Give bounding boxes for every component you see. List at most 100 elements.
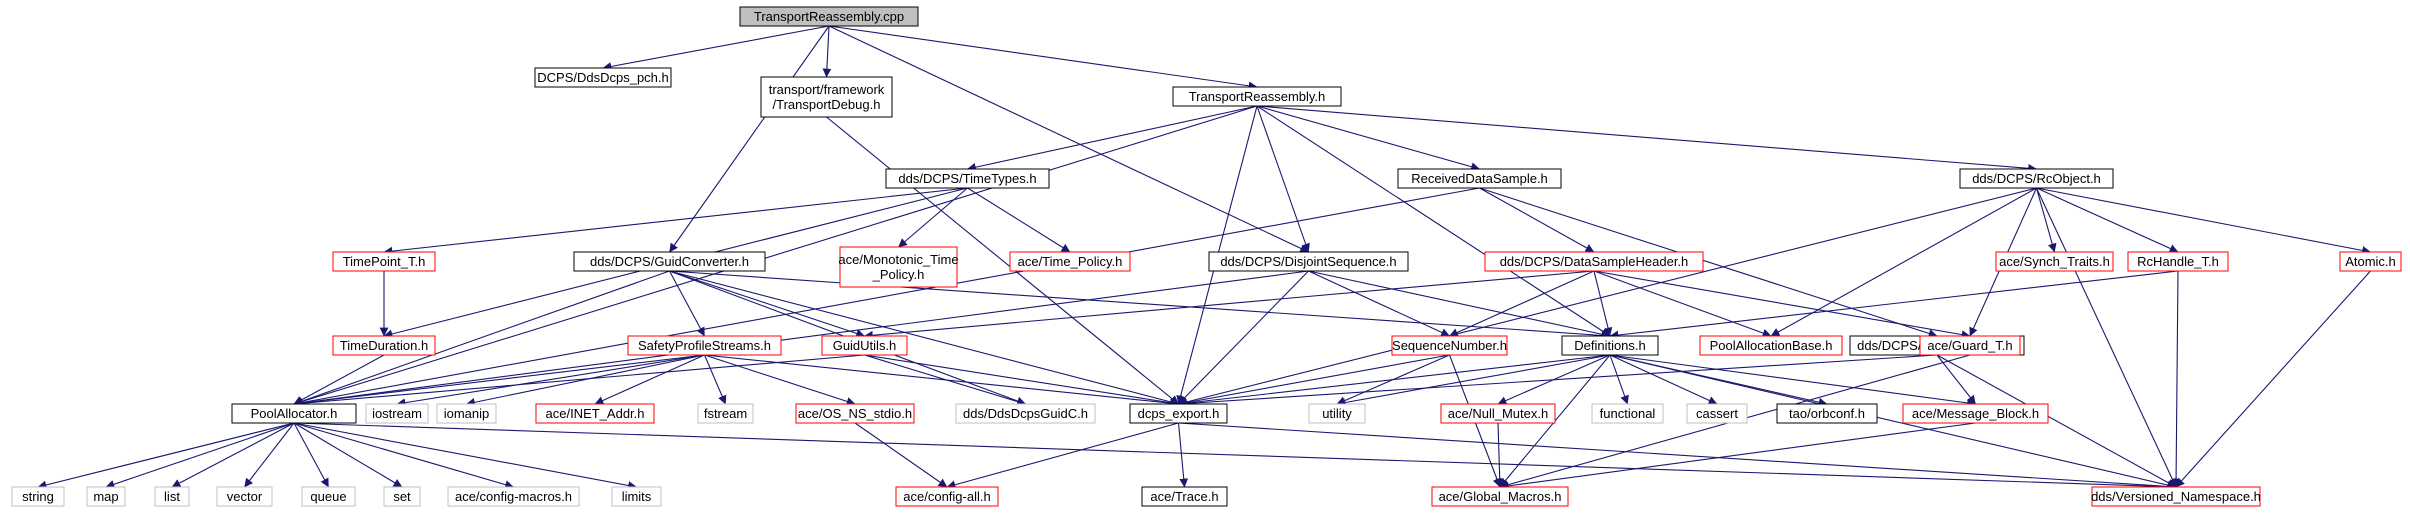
node-msgblockh[interactable]: ace/Message_Block.h: [1902, 403, 2049, 424]
edge-timetypes-to-timepoint: [383, 187, 968, 256]
node-monotonic[interactable]: ace/Monotonic_Time_Policy.h: [838, 246, 959, 288]
node-guard[interactable]: ace/Guard_T.h: [1919, 335, 2021, 356]
edge-root-to-pch: [602, 25, 830, 71]
node-label: set: [393, 489, 411, 504]
node-label: Definitions.h: [1574, 338, 1646, 353]
node-queue[interactable]: queue: [301, 486, 356, 507]
edge-guidconv-to-poolalloc: [293, 270, 670, 406]
node-box: [231, 403, 357, 424]
node-dsh[interactable]: dds/DCPS/DataSampleHeader.h: [1484, 251, 1704, 272]
node-pch[interactable]: DCPS/DdsDcps_pch.h: [534, 67, 672, 88]
edge-rcobj-to-versioned: [2036, 187, 2177, 488]
node-orbconf[interactable]: tao/orbconf.h: [1776, 403, 1878, 424]
node-box: [1431, 486, 1569, 507]
node-timetypes[interactable]: dds/DCPS/TimeTypes.h: [885, 168, 1050, 189]
node-configmacros[interactable]: ace/config-macros.h: [447, 486, 580, 507]
node-functional[interactable]: functional: [1591, 403, 1664, 424]
node-label: TransportReassembly.h: [1189, 89, 1326, 104]
node-definitions[interactable]: Definitions.h: [1561, 335, 1659, 356]
edge-root-to-guidconv: [669, 25, 830, 253]
node-timepolicy[interactable]: ace/Time_Policy.h: [1009, 251, 1131, 272]
node-label: ace/Time_Policy.h: [1018, 254, 1123, 269]
node-limits[interactable]: limits: [611, 486, 662, 507]
node-trace[interactable]: ace/Trace.h: [1141, 486, 1228, 507]
node-utility[interactable]: utility: [1308, 403, 1366, 424]
edge-guidconv-to-guidutils: [669, 270, 865, 338]
node-guidconv[interactable]: dds/DCPS/GuidConverter.h: [573, 251, 766, 272]
edge-dcpsexport-to-trace: [1177, 422, 1189, 488]
node-list[interactable]: list: [154, 486, 190, 507]
node-string[interactable]: string: [11, 486, 65, 507]
node-vector[interactable]: vector: [216, 486, 273, 507]
edge-guidutils-to-dcpsexport: [864, 354, 1179, 408]
node-label: vector: [227, 489, 263, 504]
node-iostream[interactable]: iostream: [365, 403, 429, 424]
edge-rcobj-to-synch: [2035, 187, 2057, 253]
node-rcobj[interactable]: dds/DCPS/RcObject.h: [1959, 168, 2114, 189]
node-timepoint[interactable]: TimePoint_T.h: [332, 251, 436, 272]
node-box: [697, 403, 754, 424]
node-atomic[interactable]: Atomic.h: [2339, 251, 2402, 272]
node-box: [86, 486, 126, 507]
node-fstream[interactable]: fstream: [697, 403, 754, 424]
node-configall[interactable]: ace/config-all.h: [895, 486, 999, 507]
node-sps[interactable]: SafetyProfileStreams.h: [627, 335, 782, 356]
node-label: SequenceNumber.h: [1392, 338, 1507, 353]
node-poolalloc[interactable]: PoolAllocator.h: [231, 403, 357, 424]
node-box: [216, 486, 273, 507]
node-seqnum[interactable]: SequenceNumber.h: [1391, 335, 1508, 356]
node-map[interactable]: map: [86, 486, 126, 507]
node-treh[interactable]: TransportReassembly.h: [1172, 86, 1342, 107]
node-rchandle[interactable]: RcHandle_T.h: [2127, 251, 2229, 272]
node-cassert[interactable]: cassert: [1686, 403, 1748, 424]
node-label: ace/Global_Macros.h: [1439, 489, 1562, 504]
node-versioned[interactable]: dds/Versioned_Namespace.h: [2091, 486, 2261, 507]
edge-dsh-to-guidutils: [864, 270, 1595, 340]
node-box: [1591, 403, 1664, 424]
node-timeduration[interactable]: TimeDuration.h: [332, 335, 436, 356]
edge-rds-to-poolalloc: [293, 187, 1480, 407]
edge-guidconv-to-dcpsexport: [669, 270, 1179, 407]
node-dcpsexport[interactable]: dcps_export.h: [1129, 403, 1228, 424]
node-label: transport/framework: [769, 82, 885, 97]
edge-definitions-to-versioned: [1609, 354, 2177, 490]
edge-guidutils-to-guidc: [864, 354, 1026, 406]
node-iomanip[interactable]: iomanip: [436, 403, 497, 424]
node-root[interactable]: TransportReassembly.cpp: [739, 6, 919, 27]
node-guidc[interactable]: dds/DdsDcpsGuidC.h: [955, 403, 1096, 424]
edge-poolalloc-to-set: [293, 422, 403, 488]
node-label: dds/Versioned_Namespace.h: [2091, 489, 2261, 504]
node-box: [1129, 403, 1228, 424]
edge-rchandle-to-definitions: [1609, 270, 2179, 340]
node-synch[interactable]: ace/Synch_Traits.h: [1995, 251, 2114, 272]
node-disjoint[interactable]: dds/DCPS/DisjointSequence.h: [1208, 251, 1409, 272]
node-guidutils[interactable]: GuidUtils.h: [821, 335, 908, 356]
node-label: dcps_export.h: [1138, 406, 1220, 421]
node-rds[interactable]: ReceivedDataSample.h: [1397, 168, 1562, 189]
node-inetaddr[interactable]: ace/INET_Addr.h: [535, 403, 655, 424]
edge-timeduration-to-poolalloc: [293, 354, 385, 405]
node-label: string: [22, 489, 54, 504]
node-label: utility: [1322, 406, 1352, 421]
node-label: functional: [1600, 406, 1656, 421]
edge-treh-to-definitions: [1256, 105, 1611, 337]
node-label: TransportReassembly.cpp: [754, 9, 904, 24]
node-label: ace/config-macros.h: [455, 489, 572, 504]
edge-treh-to-poolalloc: [293, 105, 1258, 406]
node-label: GuidUtils.h: [833, 338, 897, 353]
node-poolallocbase[interactable]: PoolAllocationBase.h: [1699, 335, 1843, 356]
node-layer: TransportReassembly.cppDCPS/DdsDcps_pch.…: [11, 6, 2402, 507]
node-box: [1484, 251, 1704, 272]
node-label: tao/orbconf.h: [1789, 406, 1865, 421]
node-box: [2339, 251, 2402, 272]
node-nullmutex[interactable]: ace/Null_Mutex.h: [1440, 403, 1556, 424]
node-label: PoolAllocator.h: [251, 406, 338, 421]
node-set[interactable]: set: [383, 486, 421, 507]
edge-msgblockh-to-globalmacros: [1499, 422, 1976, 491]
node-osstdio[interactable]: ace/OS_NS_stdio.h: [795, 403, 915, 424]
edge-treh-to-rds: [1256, 105, 1480, 171]
node-label: cassert: [1696, 406, 1738, 421]
node-label: SafetyProfileStreams.h: [638, 338, 771, 353]
node-tdebug[interactable]: transport/framework/TransportDebug.h: [760, 76, 893, 118]
node-globalmacros[interactable]: ace/Global_Macros.h: [1431, 486, 1569, 507]
